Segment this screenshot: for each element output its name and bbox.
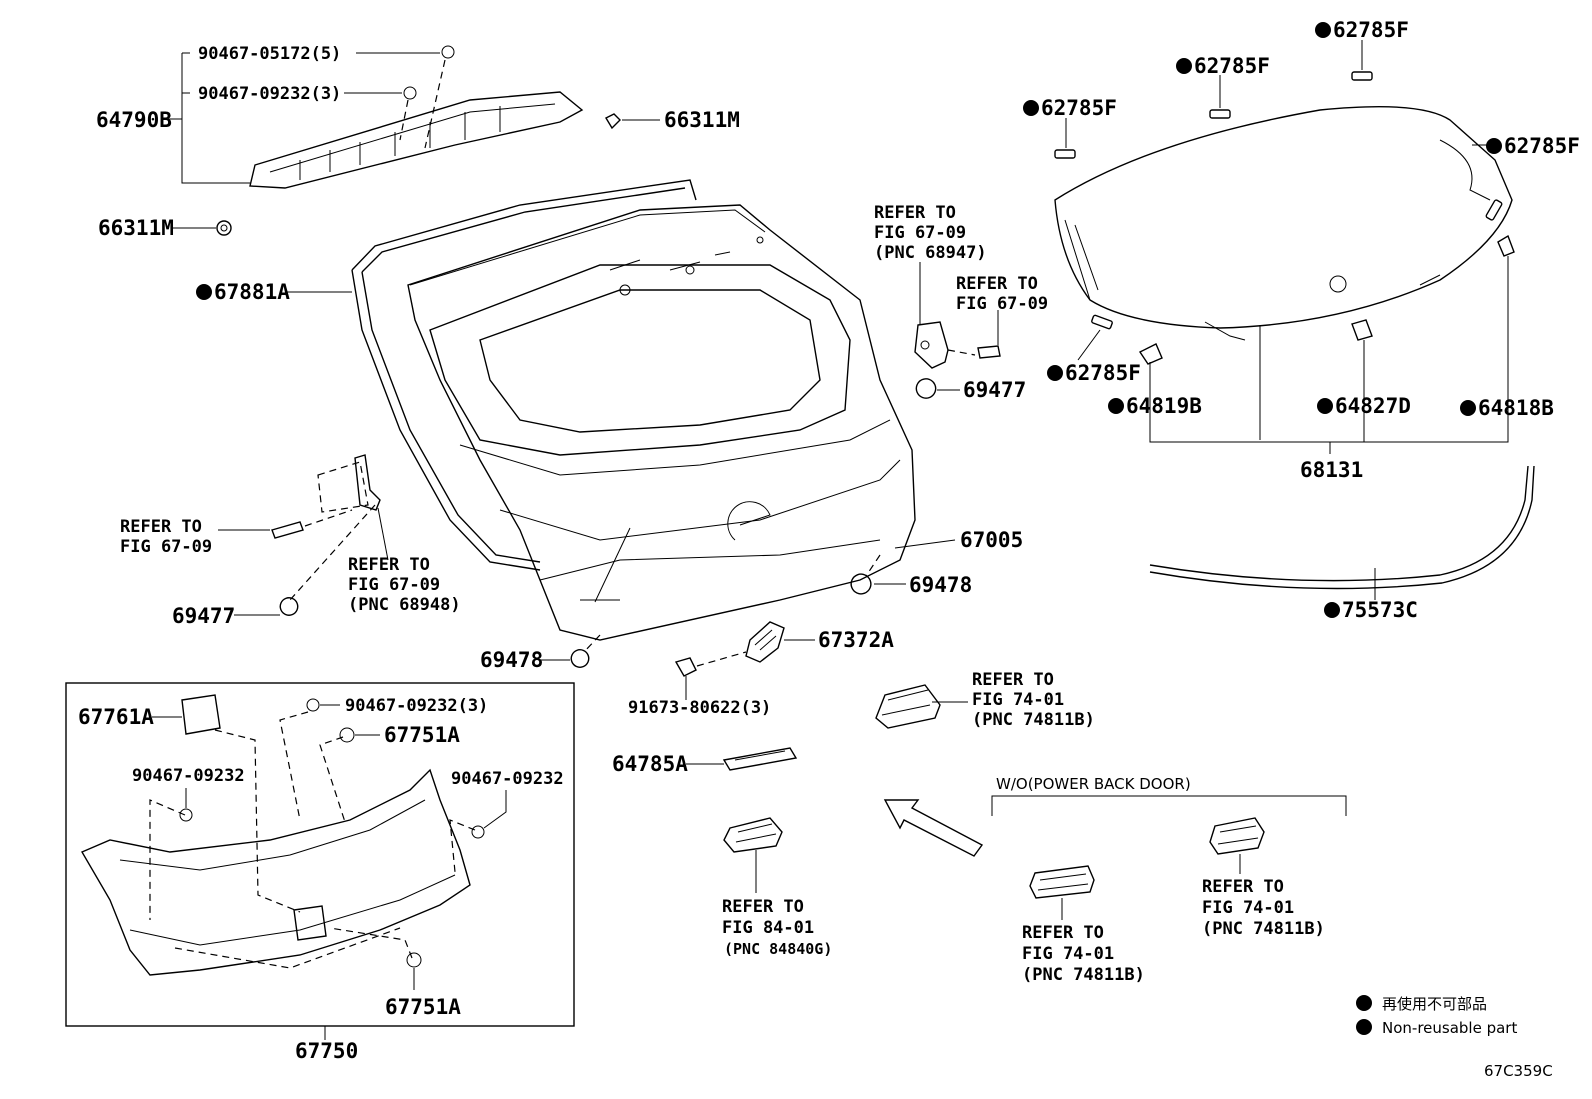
label-67761A: 67761A: [78, 705, 154, 729]
lock-67372A-drawing: [674, 621, 785, 677]
switch-wo-1-drawing: [1029, 865, 1095, 899]
label-refer-bolt-2: FIG 67-09: [956, 294, 1048, 314]
label-67005: 67005: [960, 528, 1023, 552]
label-refer-wo1-3: (PNC 74811B): [1022, 965, 1145, 985]
label-69478-bottom: 69478: [480, 648, 543, 672]
legend-dot-2: [1356, 1019, 1372, 1035]
label-refer-wo2-3: (PNC 74811B): [1202, 919, 1325, 939]
label-refer-hinge-2: FIG 67-09: [874, 223, 966, 243]
label-67372A: 67372A: [818, 628, 894, 652]
label-refer-mid-2: FIG 67-09: [348, 575, 440, 595]
clip-66311M-left: [216, 220, 232, 236]
label-69477-right: 69477: [963, 378, 1026, 402]
label-refer-switch-1: REFER TO: [972, 670, 1054, 690]
stopper-69478-bottom: [570, 634, 601, 668]
hinge-right-drawing: [914, 321, 1001, 399]
label-refer-switch-2: FIG 74-01: [972, 690, 1064, 710]
label-67751A-top: 67751A: [384, 723, 460, 747]
label-62785F-b: 62785F: [1194, 54, 1270, 78]
legend-line-2: Non-reusable part: [1382, 1019, 1517, 1037]
label-refer-mid-1: REFER TO: [348, 555, 430, 575]
label-67750: 67750: [295, 1039, 358, 1063]
label-64819B: 64819B: [1126, 394, 1202, 418]
label-64818B: 64818B: [1478, 396, 1554, 420]
clip-64827D-drawing: [1351, 319, 1373, 341]
clip-64818B-drawing: [1497, 234, 1515, 257]
label-refer-hinge-1: REFER TO: [874, 203, 956, 223]
label-refer-wo2-1: REFER TO: [1202, 877, 1284, 897]
label-66311M-right: 66311M: [664, 108, 740, 132]
label-refer-mid-3: (PNC 68948): [348, 595, 461, 615]
legend: 再使用不可部品 Non-reusable part: [1356, 995, 1517, 1037]
back-glass-68131-drawing: [1054, 105, 1513, 440]
weatherstrip-67881A-drawing: [351, 179, 697, 571]
switch-74811B-top-drawing: [875, 684, 941, 729]
label-90467-05172: 90467-05172(5): [198, 44, 341, 64]
label-refer-wo2-2: FIG 74-01: [1202, 898, 1294, 918]
label-wo-power-back-door: W/O(POWER BACK DOOR): [996, 775, 1191, 793]
label-75573C: 75573C: [1342, 598, 1418, 622]
back-door-67005-drawing: [407, 204, 916, 641]
label-refer-wo1-1: REFER TO: [1022, 923, 1104, 943]
label-69477-left: 69477: [172, 604, 235, 628]
molding-75573C-drawing: [1149, 465, 1535, 590]
diagram-id: 67C359C: [1484, 1062, 1553, 1080]
label-refer-hinge-3: (PNC 68947): [874, 243, 987, 263]
legend-line-1: 再使用不可部品: [1382, 995, 1487, 1013]
label-66311M-left: 66311M: [98, 216, 174, 240]
camera-84840G-drawing: [723, 817, 783, 853]
label-90467-09232-box: 90467-09232(3): [345, 696, 488, 716]
label-refer-wo1-2: FIG 74-01: [1022, 944, 1114, 964]
label-62785F-c: 62785F: [1041, 96, 1117, 120]
label-90467-09232-left: 90467-09232: [132, 766, 245, 786]
label-67881A: 67881A: [214, 280, 290, 304]
label-64785A: 64785A: [612, 752, 688, 776]
label-64827D: 64827D: [1335, 394, 1411, 418]
inner-trim-box: [65, 682, 575, 1027]
label-refer-switch-3: (PNC 74811B): [972, 710, 1095, 730]
trim-64785A-drawing: [722, 747, 798, 771]
label-refer-bolt-1: REFER TO: [956, 274, 1038, 294]
label-90467-09232-top: 90467-09232(3): [198, 84, 341, 104]
label-90467-09232-right: 90467-09232: [451, 769, 564, 789]
inner-trim-67750-drawing: [80, 694, 485, 976]
label-68131: 68131: [1300, 458, 1363, 482]
label-67751A-bottom: 67751A: [385, 995, 461, 1019]
label-refer-84-2: FIG 84-01: [722, 918, 814, 938]
hinge-left-drawing: [271, 454, 381, 616]
clip-66311M-right: [605, 113, 621, 130]
label-62785F-a: 62785F: [1333, 18, 1409, 42]
spoiler-64790B-drawing: [249, 45, 584, 189]
label-91673: 91673-80622(3): [628, 698, 771, 718]
legend-dot-1: [1356, 995, 1372, 1011]
label-refer-84-3: (PNC 84840G): [724, 940, 832, 958]
label-64790B: 64790B: [96, 108, 172, 132]
direction-arrow: [883, 799, 984, 857]
label-refer-left-2: FIG 67-09: [120, 537, 212, 557]
label-62785F-e: 62785F: [1065, 361, 1141, 385]
label-refer-left-1: REFER TO: [120, 517, 202, 537]
label-62785F-d: 62785F: [1504, 134, 1580, 158]
switch-wo-2-drawing: [1209, 817, 1265, 855]
label-refer-84-1: REFER TO: [722, 897, 804, 917]
stopper-69478-right: [850, 554, 881, 595]
label-69478-right: 69478: [909, 573, 972, 597]
pad-62785F-drawings: [1054, 71, 1503, 330]
clip-64819B-drawing: [1138, 343, 1163, 365]
